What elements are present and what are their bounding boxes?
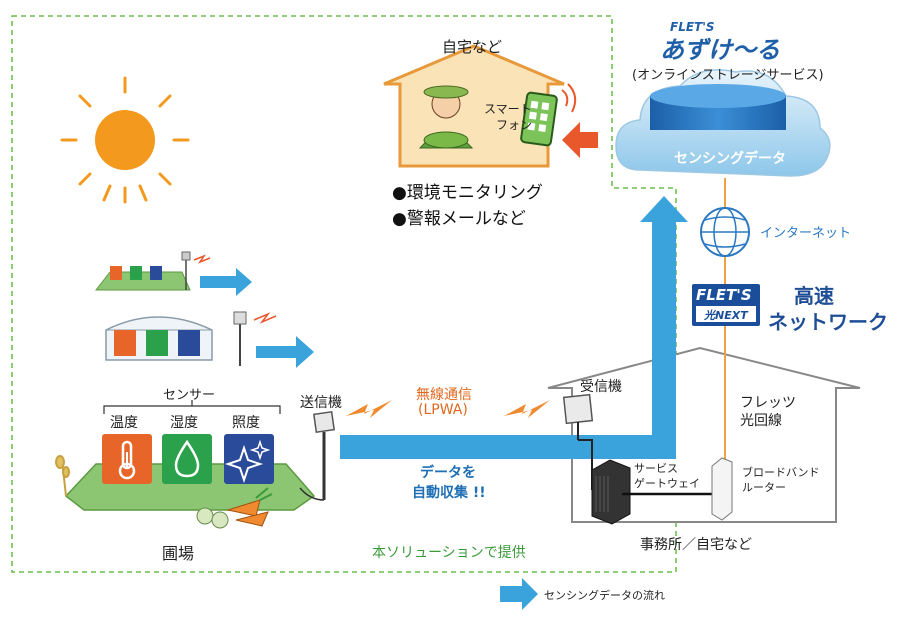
router-icon bbox=[711, 457, 733, 521]
sensor-group-label: センサー bbox=[163, 388, 216, 403]
home-bullet-monitoring: ●環境モニタリング bbox=[392, 183, 543, 203]
office-label: 事務所／自宅など bbox=[640, 537, 752, 553]
vegetables-icon bbox=[196, 487, 273, 529]
storage-service-name: あずけ〜る bbox=[660, 36, 780, 64]
signal-bolt-small bbox=[193, 254, 211, 264]
sensor-label-temperature: 温度 bbox=[110, 415, 138, 431]
home-bullet-alert: ●警報メールなど bbox=[392, 209, 526, 229]
wireless-label-2: (LPWA) bbox=[418, 402, 468, 418]
small-field-icon bbox=[94, 251, 191, 291]
smartphone-label-2: フォン bbox=[496, 118, 533, 132]
sensor-label-humidity: 湿度 bbox=[170, 415, 198, 431]
flets-brand-small: FLET'S bbox=[670, 20, 715, 34]
water-drop-icon bbox=[174, 439, 200, 478]
globe-icon bbox=[700, 207, 750, 257]
notification-arrow bbox=[562, 122, 598, 158]
auto-collect-label-1: データを bbox=[420, 465, 476, 481]
illuminance-sensor-tile bbox=[224, 434, 274, 484]
humidity-sensor-tile bbox=[162, 434, 212, 484]
sun-icon bbox=[60, 76, 190, 204]
fiber-label-2: 光回線 bbox=[740, 413, 782, 429]
gateway-label-1: サービス bbox=[634, 462, 678, 475]
highspeed-label-2: ネットワーク bbox=[768, 310, 888, 334]
fiber-label-1: フレッツ bbox=[740, 395, 796, 411]
flow-arrow-main bbox=[340, 196, 688, 459]
flets-hikari-badge: FLET'S 光NEXT bbox=[692, 284, 760, 326]
wireless-bolt-right bbox=[504, 400, 550, 418]
smartphone-label-1: スマート bbox=[484, 102, 532, 116]
flets-badge-sub: 光NEXT bbox=[704, 309, 748, 322]
flow-arrow-small-field bbox=[200, 268, 252, 296]
receiver-label: 受信機 bbox=[580, 379, 622, 395]
home-icon bbox=[383, 44, 577, 168]
transmitter-label: 送信機 bbox=[300, 395, 342, 411]
flets-badge-brand: FLET'S bbox=[696, 286, 752, 304]
storage-service-subtitle: (オンラインストレージサービス) bbox=[632, 68, 824, 83]
router-label-1: ブロードバンド bbox=[742, 466, 820, 479]
transmitter-icon bbox=[299, 410, 336, 501]
wireless-label-1: 無線通信 bbox=[416, 387, 472, 403]
thermometer-icon bbox=[118, 440, 136, 480]
signal-bolt-greenhouse bbox=[253, 312, 277, 324]
field-label: 圃場 bbox=[162, 544, 195, 563]
receiver-icon bbox=[562, 393, 594, 490]
flets-badge-sub-box: 光NEXT bbox=[696, 306, 756, 322]
internet-label: インターネット bbox=[760, 226, 852, 241]
home-title: 自宅など bbox=[442, 38, 503, 56]
legend-label: センシングデータの流れ bbox=[544, 589, 665, 602]
gateway-icon bbox=[591, 459, 631, 525]
cloud-label: センシングデータ bbox=[674, 151, 786, 167]
flow-arrow-greenhouse bbox=[256, 336, 314, 368]
temperature-sensor-tile bbox=[102, 434, 152, 484]
router-label-2: ルーター bbox=[742, 481, 786, 494]
gateway-label-2: ゲートウェイ bbox=[634, 477, 700, 490]
solution-label: 本ソリューションで提供 bbox=[372, 545, 526, 561]
greenhouse-icon bbox=[105, 311, 247, 366]
wireless-bolt-left bbox=[346, 400, 392, 418]
highspeed-label-1: 高速 bbox=[794, 284, 834, 308]
sparkle-icon bbox=[224, 439, 271, 484]
solution-boundary bbox=[11, 15, 677, 573]
smartphone-icon bbox=[520, 91, 558, 147]
legend-arrow-icon bbox=[500, 578, 538, 610]
sensor-label-illuminance: 照度 bbox=[232, 415, 260, 431]
auto-collect-label-2: 自動収集 !! bbox=[412, 485, 486, 501]
cloud-icon bbox=[615, 69, 831, 177]
